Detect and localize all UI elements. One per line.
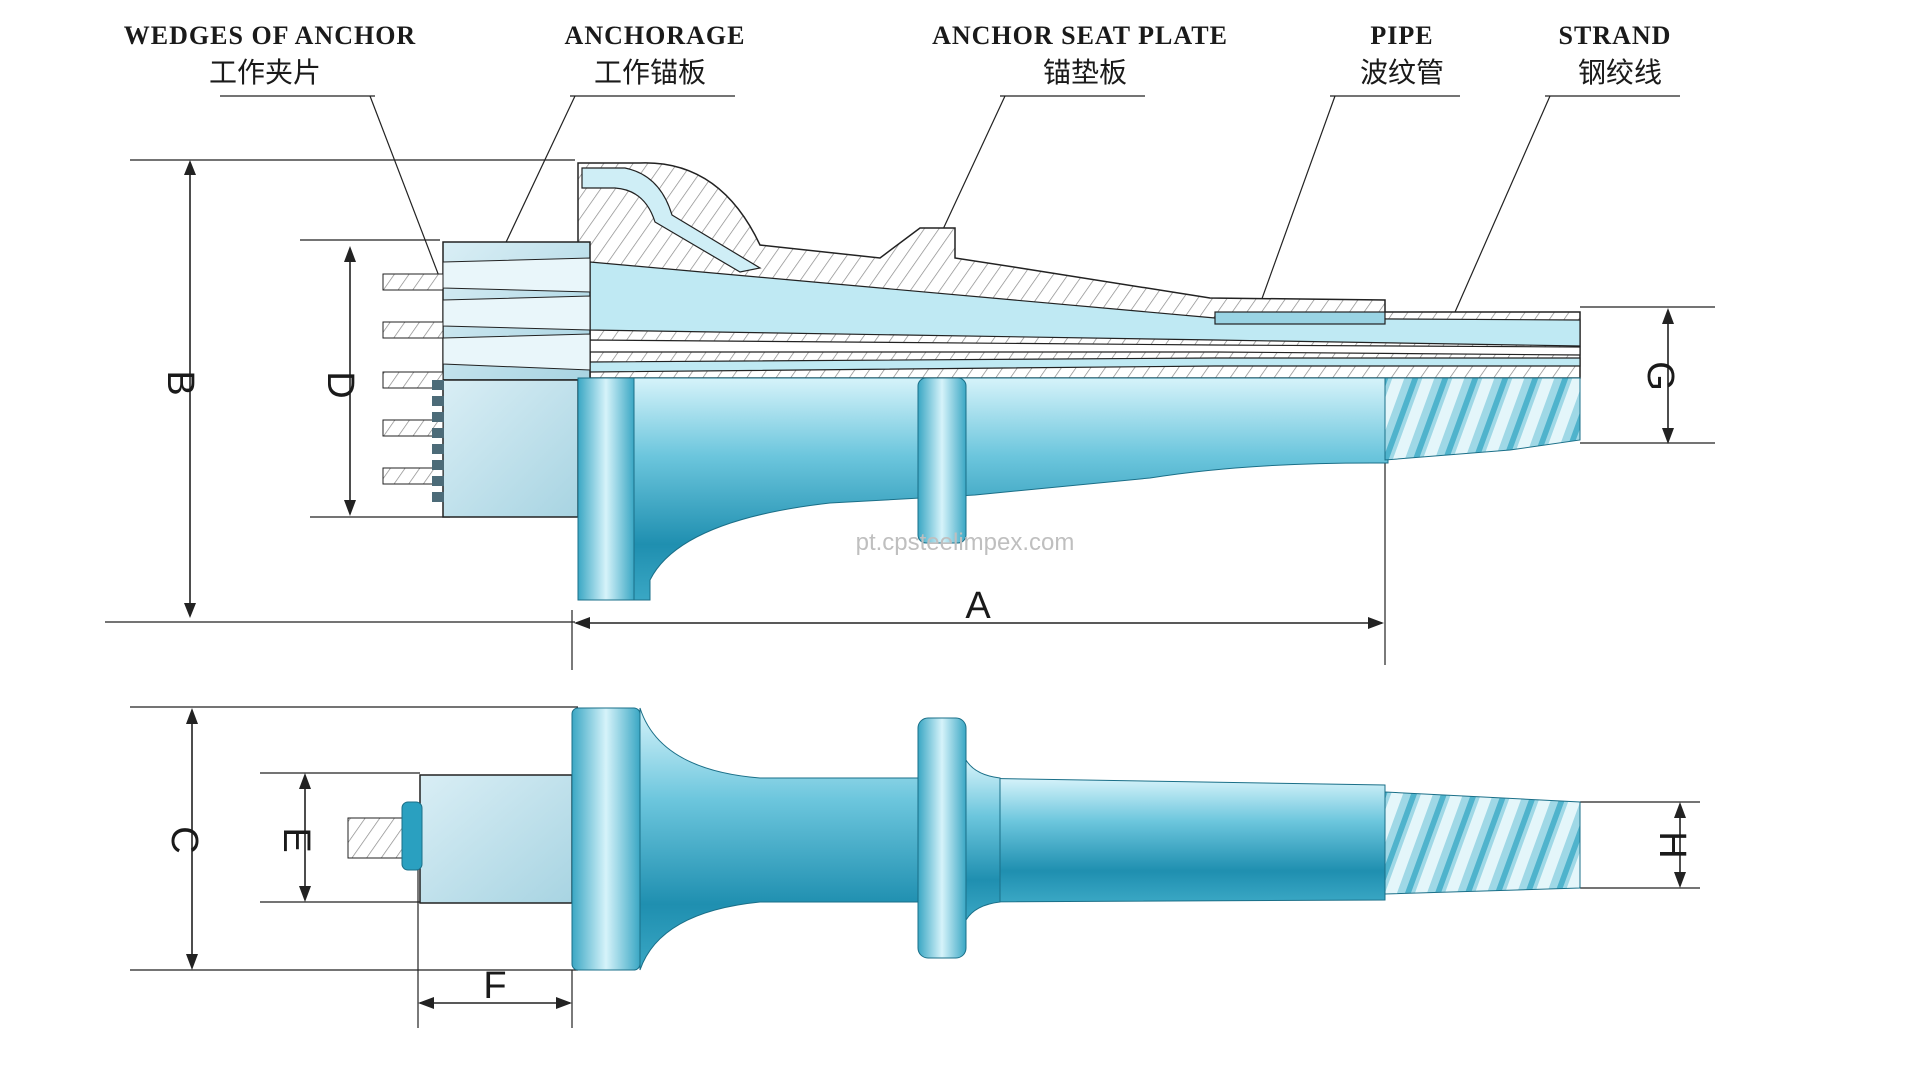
label-wedges-en: WEDGES OF ANCHOR <box>124 21 416 50</box>
dim-label-d: D <box>319 371 361 398</box>
anchorage-block-lower <box>442 379 579 518</box>
label-seat-plate-zh: 锚垫板 <box>1043 56 1127 89</box>
grout-tube <box>581 167 762 273</box>
dim-label-b: B <box>159 370 201 395</box>
dim-label-h: H <box>1651 831 1693 858</box>
thread-top <box>1384 377 1581 461</box>
strand-stub-side <box>347 817 404 859</box>
trumpet-side <box>965 777 1386 903</box>
label-pipe-zh: 波纹管 <box>1360 56 1444 89</box>
collar-neck-side <box>965 758 1001 922</box>
label-strand-en: STRAND <box>1559 21 1672 50</box>
collar-top <box>917 377 967 544</box>
thread-side <box>1384 791 1581 895</box>
seat-plate-body-top <box>577 377 1389 601</box>
watermark: pt.cpsteelimpex.com <box>856 529 1075 556</box>
leader-strand <box>1447 95 1551 329</box>
dim-label-c: C <box>163 826 205 853</box>
label-seat-plate-en: ANCHOR SEAT PLATE <box>932 21 1228 50</box>
leader-anchorage <box>499 95 576 256</box>
leader-pipe <box>1254 95 1336 319</box>
anchor-head-side <box>419 774 573 904</box>
label-anchorage-zh: 工作锚板 <box>594 56 706 89</box>
dim-label-f: F <box>483 965 506 1007</box>
dim-label-a: A <box>965 585 991 627</box>
label-anchorage-en: ANCHORAGE <box>565 21 746 50</box>
pipe-section <box>1214 311 1386 325</box>
dim-label-g: G <box>1639 361 1681 391</box>
flange-top <box>577 377 635 601</box>
wedge-cap-side <box>401 801 423 871</box>
flange-side <box>571 707 641 971</box>
label-pipe-en: PIPE <box>1370 21 1433 50</box>
collar-side <box>917 717 967 959</box>
wedge-teeth <box>432 380 444 502</box>
seat-plate-body-side <box>639 707 919 971</box>
label-wedges-zh: 工作夹片 <box>209 56 321 89</box>
strand-tails <box>382 273 444 485</box>
label-strand-zh: 钢绞线 <box>1578 56 1662 89</box>
wedges <box>442 257 591 371</box>
dim-label-e: E <box>275 827 317 852</box>
